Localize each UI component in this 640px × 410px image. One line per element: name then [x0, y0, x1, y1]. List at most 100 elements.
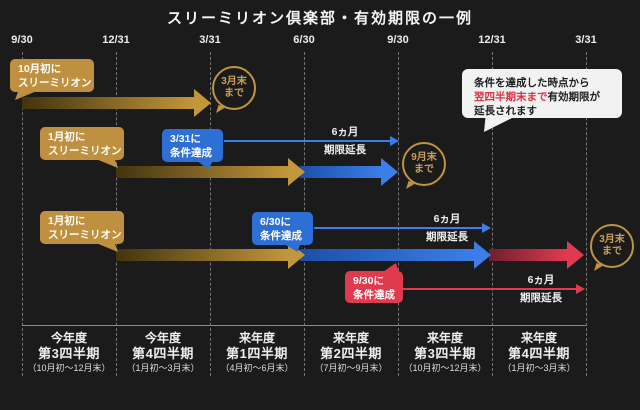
deadline-circle: 3月末 まで [590, 224, 634, 268]
quarter-label: 第3四半期 [414, 346, 476, 361]
achieve-line1: 3/31に [170, 133, 201, 145]
quarter-cell: 来年度 第3四半期 （10月初～12月末） [398, 331, 492, 375]
speech-tail [96, 159, 118, 168]
deadline-circle: 3月末 まで [212, 66, 256, 110]
achieve-line1: 9/30に [353, 275, 384, 287]
timeline-date: 6/30 [293, 34, 315, 46]
achievement-bubble-blue: 6/30に 条件達成 [252, 212, 313, 245]
quarter-label: 第1四半期 [226, 346, 288, 361]
timeline-date: 3/31 [199, 34, 221, 46]
quarter-label: 第4四半期 [132, 346, 194, 361]
gridline [22, 52, 23, 376]
extension-line-blue [224, 140, 390, 142]
quarter-cell: 今年度 第3四半期 （10月初～12月末） [22, 331, 116, 375]
extension-label-duration: 6ヵ月 [527, 274, 555, 286]
quarter-cell: 来年度 第2四半期 （7月初～9月末） [304, 331, 398, 375]
extension-arrow-blue-body [300, 249, 474, 261]
extension-arrow-red-head [567, 241, 584, 269]
start-bubble-line2: スリーミリオン [48, 145, 122, 157]
achieve-line2: 条件達成 [353, 289, 395, 301]
timeline-date: 9/30 [387, 34, 409, 46]
extension-arrow-red-body [489, 249, 567, 261]
validity-arrow-gold-head [288, 158, 305, 186]
deadline-line1: 3月末 [221, 76, 247, 87]
quarter-range: （10月初～12月末） [27, 363, 111, 373]
gridline [398, 52, 399, 376]
note-highlight: 翌四半期末まで [474, 91, 548, 103]
quarter-range: （4月初～6月末） [220, 363, 294, 373]
start-bubble-gold: 1月初に スリーミリオン [40, 211, 124, 244]
quarter-range: （10月初～12月末） [403, 363, 487, 373]
start-bubble-line2: スリーミリオン [48, 229, 122, 241]
extension-line-red-head [576, 284, 585, 294]
start-bubble-line2: スリーミリオン [18, 77, 92, 89]
quarter-cell: 今年度 第4四半期 （1月初～3月末） [116, 331, 210, 375]
extension-label-text: 期限延長 [324, 144, 366, 156]
quarter-year: 来年度 [520, 331, 557, 345]
start-bubble-line1: 1月初に [48, 131, 86, 143]
quarter-year: 今年度 [50, 331, 87, 345]
gridline [210, 52, 211, 376]
note-line2-rest: 有効期限が [547, 91, 601, 103]
timeline-date: 9/30 [11, 34, 33, 46]
achievement-bubble-blue: 3/31に 条件達成 [162, 129, 223, 162]
extension-arrow-blue-body [300, 166, 381, 178]
achievement-bubble-red: 9/30に 条件達成 [345, 271, 403, 303]
extension-label-duration: 6ヵ月 [331, 126, 359, 138]
speech-tail [383, 263, 399, 272]
quarter-label: 第4四半期 [508, 346, 570, 361]
quarters-baseline [22, 325, 586, 326]
timeline-date: 3/31 [575, 34, 597, 46]
note-line3: 延長されます [474, 105, 537, 117]
extension-label-text: 期限延長 [520, 292, 562, 304]
deadline-line2: まで [414, 164, 434, 175]
validity-arrow-gold-body [22, 97, 194, 109]
note-line2: 翌四半期末まで有効期限が [474, 90, 622, 104]
quarter-cell: 来年度 第4四半期 （1月初～3月末） [492, 331, 586, 375]
diagram-title: スリーミリオン倶楽部・有効期限の一例 [166, 9, 473, 27]
note-tail [484, 117, 514, 132]
extension-arrow-blue-head [474, 241, 491, 269]
timeline-date: 12/31 [102, 34, 130, 46]
achieve-line2: 条件達成 [170, 147, 212, 159]
validity-arrow-gold-head [194, 89, 211, 117]
deadline-line2: まで [602, 246, 622, 257]
circle-tail [406, 181, 416, 189]
extension-arrow-blue-head [381, 158, 398, 186]
extension-line-blue [314, 227, 482, 229]
quarter-range: （1月初～3月末） [502, 363, 576, 373]
quarter-label: 第3四半期 [38, 346, 100, 361]
start-bubble-gold: 10月初に スリーミリオン [10, 59, 94, 92]
extension-line-red [403, 288, 576, 290]
deadline-line1: 9月末 [411, 152, 437, 163]
deadline-circle: 9月末 まで [402, 142, 446, 186]
deadline-line2: まで [224, 88, 244, 99]
speech-tail [197, 161, 213, 169]
quarter-range: （1月初～3月末） [126, 363, 200, 373]
quarter-year: 今年度 [144, 331, 181, 345]
extension-label-duration: 6ヵ月 [433, 213, 461, 225]
quarter-range: （7月初～9月末） [314, 363, 388, 373]
note-line1: 条件を達成した時点から [474, 77, 590, 89]
achieve-line2: 条件達成 [260, 230, 302, 242]
speech-tail [15, 91, 37, 100]
speech-tail [96, 243, 118, 252]
speech-tail [284, 244, 300, 252]
start-bubble-line1: 1月初に [48, 215, 86, 227]
start-bubble-line1: 10月初に [18, 63, 62, 75]
circle-tail [594, 263, 604, 271]
extension-line-blue-head [390, 136, 399, 146]
validity-arrow-gold-body [116, 166, 288, 178]
gridline [492, 52, 493, 376]
start-bubble-gold: 1月初に スリーミリオン [40, 127, 124, 160]
deadline-line1: 3月末 [599, 234, 625, 245]
quarter-year: 来年度 [332, 331, 369, 345]
achieve-line1: 6/30に [260, 216, 291, 228]
extension-line-blue-head [482, 223, 491, 233]
quarter-cell: 来年度 第1四半期 （4月初～6月末） [210, 331, 304, 375]
quarter-year: 来年度 [426, 331, 463, 345]
circle-tail [216, 105, 226, 113]
note-bubble: 条件を達成した時点から 翌四半期末まで有効期限が 延長されます [462, 69, 622, 118]
timeline-date: 12/31 [478, 34, 506, 46]
